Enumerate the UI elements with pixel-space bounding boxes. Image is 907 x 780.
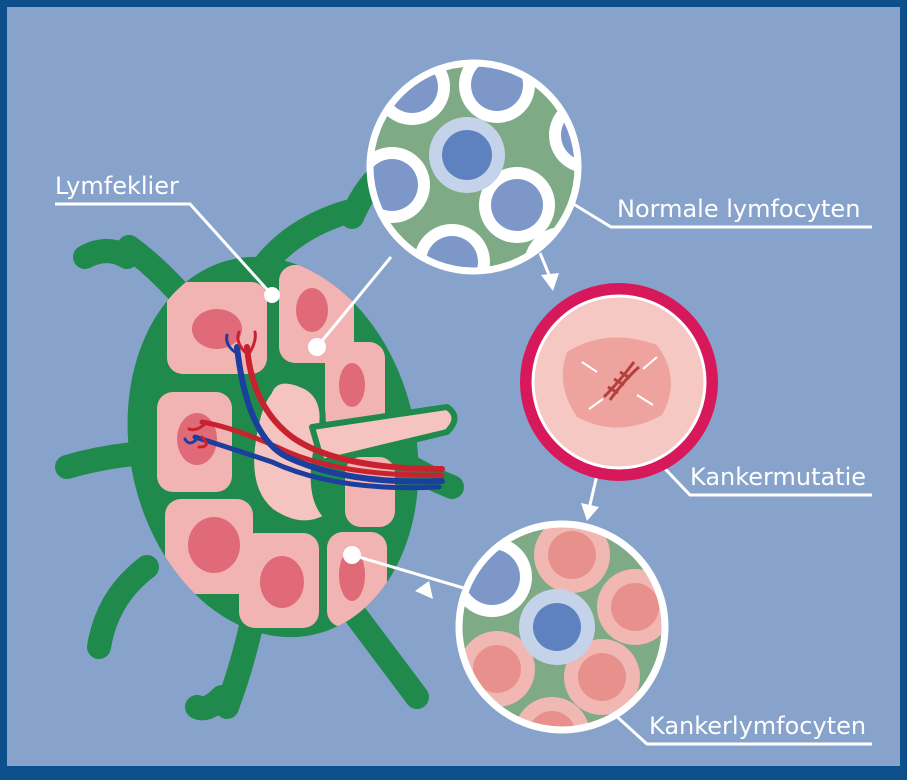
arrow-icon [415, 581, 433, 599]
cancer-lymphocytes-circle [452, 517, 673, 773]
arrow-icon [541, 273, 559, 291]
lymph-node-diagram [7, 7, 907, 780]
label-normal-lymphocytes: Normale lymfocyten [617, 195, 860, 223]
label-cancer-mutation: Kankermutatie [690, 463, 866, 491]
label-cancer-lymphocytes: Kankerlymfocyten [649, 712, 866, 740]
normal-lymphocytes-circle [354, 47, 625, 303]
arrow-icon [581, 503, 599, 521]
cancer-mutation-circle [527, 290, 711, 474]
label-lymph-node: Lymfeklier [55, 172, 179, 200]
